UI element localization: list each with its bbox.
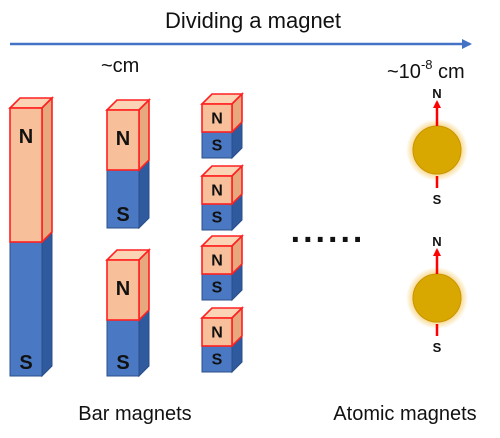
south-pole-label: S <box>212 280 223 297</box>
north-pole-label: N <box>211 325 223 342</box>
south-pole-label: S <box>212 352 223 369</box>
south-pole-label: S <box>212 210 223 227</box>
north-pole-label: N <box>116 278 130 300</box>
bar-magnet-half-bottom: NS <box>105 248 151 378</box>
bar-magnet-half-top: NS <box>105 98 151 230</box>
north-pole-face <box>106 109 140 171</box>
north-pole-label: N <box>19 126 33 148</box>
atomic-magnet-1: NS <box>406 86 468 207</box>
north-pole-face <box>201 103 233 133</box>
bar-magnets-label: Bar magnets <box>78 403 191 425</box>
south-pole-face <box>106 319 140 377</box>
north-pole-label: N <box>211 253 223 270</box>
atom-sphere <box>412 273 462 323</box>
atom-north-label: N <box>432 234 441 249</box>
south-pole-label: S <box>19 352 32 374</box>
north-pole-face <box>9 107 43 243</box>
north-pole-face <box>201 317 233 347</box>
south-pole-label: S <box>116 352 129 374</box>
north-pole-side <box>41 96 53 244</box>
south-pole-face <box>201 273 233 301</box>
atomic-magnets-label: Atomic magnets <box>333 403 476 425</box>
atom-sphere <box>412 125 462 175</box>
atom-north-label: N <box>432 86 441 101</box>
scale-end-exponent: -8 <box>421 57 433 72</box>
south-pole-side <box>138 308 150 378</box>
atom-south-label: S <box>433 192 442 207</box>
bar-magnet-quarter-1: NS <box>200 92 244 160</box>
atom-south-label: S <box>433 340 442 355</box>
north-pole-face <box>106 259 140 321</box>
south-pole-label: S <box>116 204 129 226</box>
scale-end-unit: cm <box>433 61 465 83</box>
north-pole-label: N <box>211 111 223 128</box>
north-pole-face <box>201 245 233 275</box>
diagram-title: Dividing a magnet <box>165 8 341 33</box>
north-pole-label: N <box>116 128 130 150</box>
bar-magnet-quarter-3: NS <box>200 234 244 302</box>
north-pole-face <box>201 175 233 205</box>
south-pole-side <box>41 230 53 378</box>
north-pole-side <box>138 248 150 322</box>
bar-magnet-quarter-2: NS <box>200 164 244 232</box>
south-pole-side <box>138 158 150 230</box>
south-pole-label: S <box>212 138 223 155</box>
north-pole-side <box>138 98 150 172</box>
scale-start-label: ~cm <box>101 55 139 77</box>
north-pole-label: N <box>211 183 223 200</box>
scale-end-label: ~10-8 cm <box>387 57 465 83</box>
scale-end-prefix: ~10 <box>387 61 421 83</box>
bar-magnet-quarter-4: NS <box>200 306 244 374</box>
atomic-magnet-2: NS <box>406 234 468 355</box>
bar-magnet-large: NS <box>8 96 54 378</box>
ellipsis-dots: ...... <box>291 212 366 250</box>
south-pole-face <box>106 169 140 229</box>
